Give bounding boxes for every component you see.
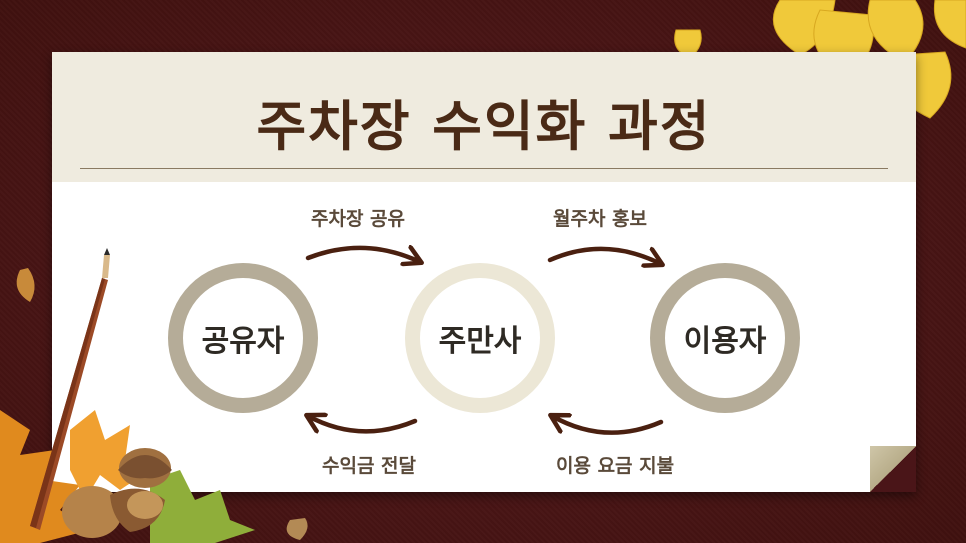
edge-label-share: 주차장 공유 <box>311 208 406 230</box>
node-owner: 공유자 <box>168 263 318 413</box>
edge-label-payment: 이용 요금 지불 <box>556 455 675 477</box>
content-card: 주차장 수익화 과정 <box>52 52 916 492</box>
acorn-icon <box>62 448 172 538</box>
arrow-share-to-center <box>305 248 420 262</box>
arrow-user-to-center <box>552 416 664 435</box>
edge-label-promo: 월주차 홍보 <box>553 208 648 230</box>
arrow-center-to-user <box>547 249 661 264</box>
title-divider <box>80 168 888 169</box>
arrow-center-to-owner <box>308 416 418 434</box>
page-title: 주차장 수익화 과정 <box>256 95 712 158</box>
edge-label-revenue: 수익금 전달 <box>322 455 417 477</box>
title-band <box>52 52 916 182</box>
pencil-icon <box>30 248 110 530</box>
page-curl-corner <box>870 446 916 492</box>
